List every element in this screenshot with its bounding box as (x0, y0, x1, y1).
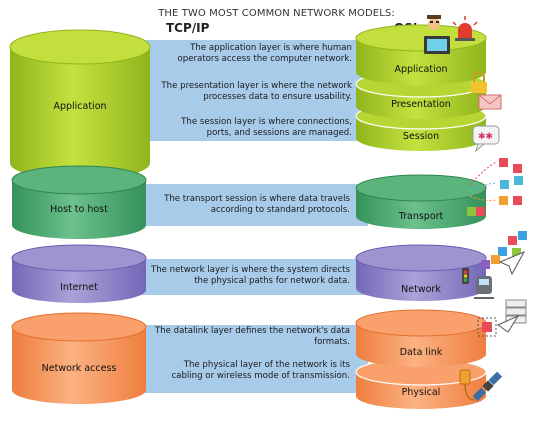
tcpip-host-cylinder (11, 165, 147, 239)
train-icon (474, 276, 494, 299)
osi-application-cylinder (355, 24, 487, 85)
osi-datalink-label: Data link (399, 347, 443, 358)
presentation-description: The presentation layer is where the netw… (161, 81, 352, 102)
access-band (138, 325, 368, 393)
osi-network-label: Network (401, 284, 441, 295)
osi-physical-cylinder (355, 358, 487, 409)
diagram-title: THE TWO MOST COMMON NETWORK MODELS: (158, 8, 395, 19)
transport-description: The transport session is where data trav… (164, 194, 350, 215)
tcpip-internet-label: Internet (60, 282, 98, 293)
session-description: The session layer is where connections, … (181, 117, 352, 138)
padlock-icon (471, 71, 487, 93)
traffic-light-icon (462, 268, 469, 284)
tcpip-application-label: Application (53, 101, 107, 112)
puzzle-icon (467, 207, 485, 216)
network-band (138, 259, 368, 295)
data-cups-icon (469, 158, 523, 205)
tcpip-access-cylinder (11, 312, 147, 404)
tcpip-header: TCP/IP (166, 21, 210, 35)
chat-bubble-icon: ✱✱ (472, 125, 500, 153)
tcpip-application-cylinder (9, 29, 151, 180)
tcpip-host-label: Host to host (50, 204, 108, 215)
osi-physical-label: Physical (401, 387, 441, 398)
envelope-icon (478, 94, 502, 110)
dashed-box-icon (477, 314, 520, 337)
tcpip-internet-cylinder (11, 244, 147, 303)
application-band (108, 40, 370, 141)
paper-plane-icon (498, 250, 526, 276)
alarm-light-icon (452, 16, 478, 41)
person-at-computer-icon (424, 15, 450, 54)
tcpip-access-label: Network access (41, 363, 117, 374)
osi-transport-label: Transport (398, 211, 444, 222)
osi-datalink-cylinder (355, 309, 487, 367)
cable-plug-icon (459, 369, 476, 401)
application-description: The application layer is where human ope… (177, 43, 352, 64)
osi-presentation-label: Presentation (391, 99, 451, 110)
puzzle-pieces-icon (481, 231, 527, 269)
satellite-icon (472, 371, 503, 402)
svg-text:✱✱: ✱✱ (478, 132, 493, 142)
transport-band (138, 184, 368, 226)
osi-network-cylinder (355, 244, 487, 301)
osi-session-label: Session (402, 131, 440, 142)
osi-application-label: Application (394, 64, 448, 75)
physical-description: The physical layer of the network is its… (171, 360, 350, 381)
network-description: The network layer is where the system di… (150, 265, 350, 286)
datalink-description: The datalink layer defines the network's… (154, 326, 350, 347)
osi-transport-cylinder (355, 174, 487, 229)
